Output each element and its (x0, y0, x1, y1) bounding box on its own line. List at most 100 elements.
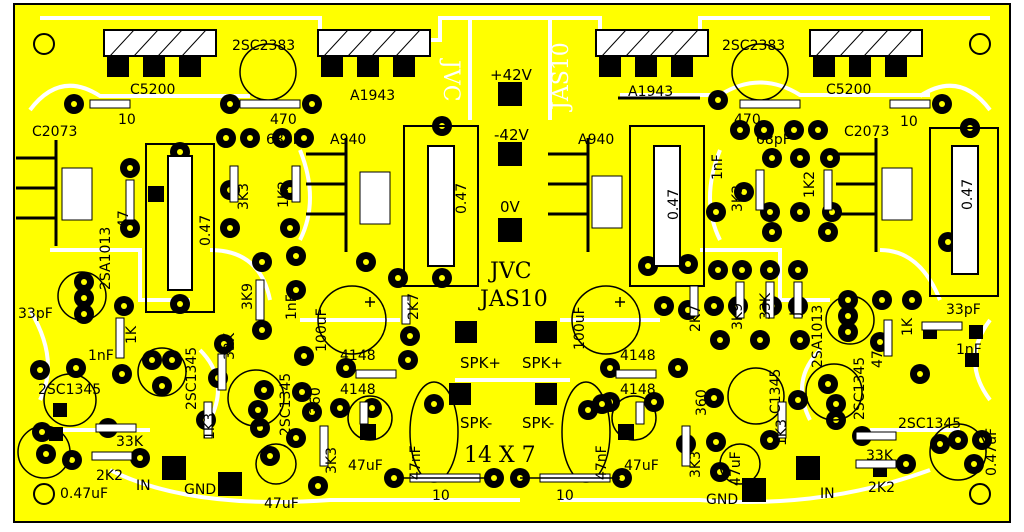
square-pad (885, 55, 907, 77)
transistor-body-a1943-r (595, 29, 709, 57)
pad-hole (337, 405, 343, 411)
pad-hole (797, 155, 803, 161)
to92-2sc1345-r3 (929, 423, 987, 481)
resistor-body (755, 169, 765, 211)
label-l-c68p: 68pF (266, 132, 301, 148)
pad-hole (769, 229, 775, 235)
square-pad (965, 353, 979, 367)
label-r-r3k9: 3K9 (730, 303, 746, 330)
square-pad (148, 186, 164, 202)
cap-100uf-r (571, 285, 641, 355)
transistor-body-c5200-l (103, 29, 217, 57)
pad-hole (815, 127, 821, 133)
label-l-c100u: 100uF (314, 308, 330, 352)
resistor-body (635, 401, 645, 425)
pad-hole (369, 405, 375, 411)
resistor-body (855, 431, 897, 441)
silkscreen-labels: +42V -42V 0V JVC JAS10 14 X 7 SPK+ SPK+ … (18, 38, 1000, 512)
pad-hole (293, 435, 299, 441)
label-l-r1k: 1K (124, 325, 140, 344)
resistor-body (681, 425, 691, 467)
resistor-body (115, 317, 125, 359)
label-r-c47u-b: 47uF (728, 451, 744, 486)
label-r-r1k2: 1K2 (802, 171, 818, 198)
resistor-body (765, 281, 775, 319)
pad-hole (299, 389, 305, 395)
resistor-body (91, 451, 133, 461)
pad-hole (169, 357, 175, 363)
to92-2sc1345-r2 (727, 367, 785, 425)
label-r-d4148-a: 4148 (620, 348, 656, 364)
label-r-in: IN (820, 486, 835, 502)
transistor-body-a1943-l (317, 29, 431, 57)
pad-hole (407, 333, 413, 339)
label-l-r10: 10 (118, 112, 136, 128)
pad-hole (791, 127, 797, 133)
resistor-body (319, 425, 329, 467)
pad-hole (491, 475, 497, 481)
square-pad (535, 321, 557, 343)
pad-hole (715, 97, 721, 103)
label-l-c5200: C5200 (130, 82, 175, 98)
pad-hole (43, 451, 49, 457)
label-r-sc1345-b: 2SC1345 (898, 416, 961, 432)
pad-hole (81, 311, 87, 317)
label-r-c100u: 100uF (572, 306, 588, 350)
mount-hole-tr (969, 33, 991, 55)
mount-hole-bl (33, 483, 55, 505)
resistor-body-047-l2 (427, 145, 455, 267)
label-l-d4148-b: 4148 (340, 382, 376, 398)
cap-47uf-r1 (611, 395, 657, 441)
label-r-d4148-b: 4148 (620, 382, 656, 398)
pad-hole (81, 295, 87, 301)
driver-transistors (16, 138, 878, 252)
pad-hole (267, 453, 273, 459)
resistor-body (255, 279, 265, 321)
label-l-r470: 470 (270, 112, 297, 128)
pad-hole (769, 155, 775, 161)
square-pad (179, 55, 201, 77)
power-transistor-bodies (103, 29, 923, 57)
mirror-brand: JVC (438, 58, 463, 102)
square-pad (742, 478, 766, 502)
label-spk-minus-r: SPK- (522, 414, 554, 432)
label-r-r33k: 33K (758, 292, 774, 320)
pad-hole (137, 455, 143, 461)
square-pad (498, 82, 522, 106)
square-pad (53, 403, 67, 417)
square-pad (218, 472, 242, 496)
label-l-r2k2: 2K2 (96, 468, 123, 484)
pad-hole (363, 259, 369, 265)
pad-hole (255, 407, 261, 413)
label-r-r10-b: 10 (556, 488, 574, 504)
label-r-c33p: 33pF (946, 302, 981, 318)
driver-strip-l1 (61, 167, 93, 221)
pad-hole (661, 303, 667, 309)
label-l-sc1345-b: 2SC1345 (184, 347, 200, 410)
square-pad (969, 325, 983, 339)
mirrored-silkscreen: JVC JAS10 (438, 42, 574, 112)
label-r-r33k-b: 33K (866, 448, 894, 464)
driver-strip-r1 (591, 175, 623, 229)
pad-hole (939, 101, 945, 107)
resistor-body (401, 295, 411, 325)
square-pad (849, 55, 871, 77)
square-pads (49, 55, 983, 502)
label-l-sc1345-c: 2SC1345 (278, 373, 294, 436)
pad-hole (845, 297, 851, 303)
label-r-c2073: C2073 (844, 124, 889, 140)
label-l-r360: 360 (308, 387, 324, 414)
to92-2sc1345-r1 (805, 363, 863, 421)
to92-2sa1013-r (825, 295, 875, 345)
pad-hole (73, 365, 79, 371)
label-r-j: J (788, 312, 804, 317)
pad-hole (845, 329, 851, 335)
pad-hole (391, 475, 397, 481)
label-r-gnd: GND (706, 492, 738, 508)
label-r-sc2383: 2SC2383 (722, 38, 785, 54)
resistor-body-047-r1 (653, 145, 681, 267)
mount-hole-tl (33, 33, 55, 55)
pad-hole (247, 135, 253, 141)
label-rail-pos: +42V (490, 66, 533, 84)
